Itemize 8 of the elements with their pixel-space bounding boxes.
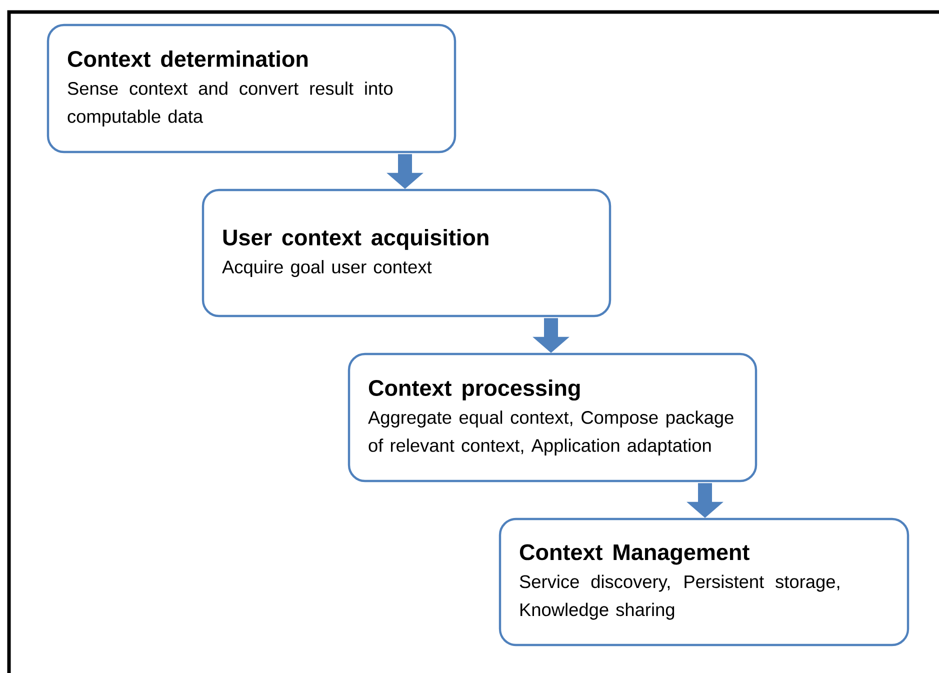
- process-box: [46, 24, 456, 154]
- process-box: [202, 188, 612, 318]
- box-text: Context Management Service discovery, Persistent storage, Knowledge sharing: [520, 544, 840, 620]
- process-box: [348, 352, 758, 482]
- process-box: [498, 518, 910, 646]
- box-text: User context acquisition Acquire goal user context: [222, 228, 488, 278]
- box-text: Context processing Aggregate equal context, Compose package of relevant context, Application adaptation: [368, 379, 734, 456]
- box-text: Context determination Sense context and convert result into computable data: [68, 50, 393, 127]
